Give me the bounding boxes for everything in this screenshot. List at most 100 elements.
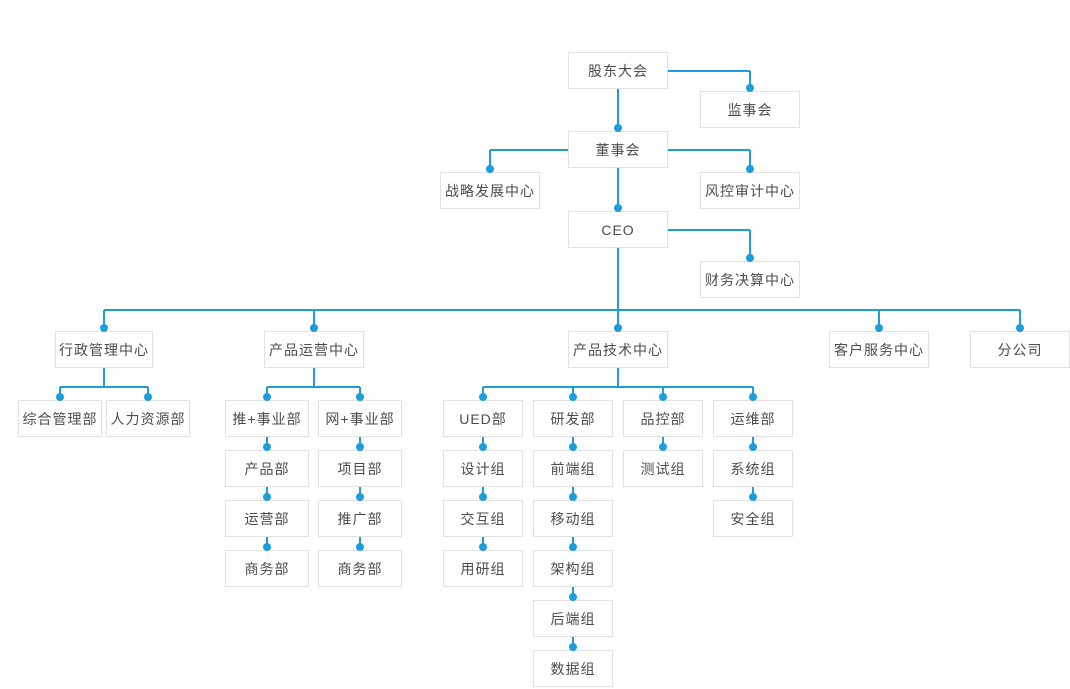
connector-dot — [614, 204, 622, 212]
org-node-label: 后端组 — [550, 610, 596, 627]
connector-dot — [479, 443, 487, 451]
connector-dot — [486, 165, 494, 173]
org-node-label: 风控审计中心 — [705, 182, 795, 199]
connector-dot — [310, 324, 318, 332]
org-node-label: 系统组 — [730, 460, 776, 477]
org-node-product-dept: 产品部 — [225, 450, 309, 487]
org-node-label: 推+事业部 — [232, 410, 302, 427]
org-node-risk-audit-center: 风控审计中心 — [700, 172, 800, 209]
connector-line — [617, 310, 619, 331]
org-node-design-group: 设计组 — [443, 450, 523, 487]
org-node-rd-dept: 研发部 — [533, 400, 613, 437]
org-node-supervisory-board: 监事会 — [700, 91, 800, 128]
connector-dot — [659, 393, 667, 401]
connector-line — [490, 149, 568, 151]
org-node-label: 推广部 — [337, 510, 383, 527]
connector-dot — [479, 393, 487, 401]
connector-line — [103, 368, 105, 388]
connector-line — [617, 248, 619, 311]
org-node-label: 股东大会 — [588, 62, 648, 79]
connector-dot — [749, 443, 757, 451]
org-node-label: 运营部 — [244, 510, 290, 527]
org-node-label: 设计组 — [460, 460, 506, 477]
org-node-testing-group: 测试组 — [623, 450, 703, 487]
org-node-product-operations-center: 产品运营中心 — [264, 331, 364, 368]
org-node-wang-plus-division: 网+事业部 — [318, 400, 402, 437]
connector-dot — [263, 493, 271, 501]
org-node-label: 研发部 — [550, 410, 596, 427]
org-node-project-dept: 项目部 — [318, 450, 402, 487]
org-node-qc-dept: 品控部 — [623, 400, 703, 437]
connector-dot — [749, 493, 757, 501]
org-node-label: 商务部 — [337, 560, 383, 577]
org-node-label: 前端组 — [550, 460, 596, 477]
connector-line — [668, 70, 750, 72]
org-node-label: 商务部 — [244, 560, 290, 577]
connector-dot — [875, 324, 883, 332]
connector-line — [617, 168, 619, 211]
connector-dot — [569, 643, 577, 651]
connector-line — [668, 149, 750, 151]
org-node-board-of-directors: 董事会 — [568, 131, 668, 168]
org-node-business-dept-b: 商务部 — [318, 550, 402, 587]
connector-line — [489, 150, 491, 172]
org-node-label: 产品运营中心 — [269, 341, 359, 358]
org-node-label: 战略发展中心 — [445, 182, 535, 199]
org-node-ceo: CEO — [568, 211, 668, 248]
org-node-label: 品控部 — [640, 410, 686, 427]
connector-dot — [659, 443, 667, 451]
org-node-backend-group: 后端组 — [533, 600, 613, 637]
org-node-label: CEO — [601, 221, 635, 238]
connector-dot — [100, 324, 108, 332]
connector-dot — [746, 254, 754, 262]
connector-dot — [356, 443, 364, 451]
connector-dot — [479, 543, 487, 551]
connector-dot — [749, 393, 757, 401]
org-node-strategy-development-center: 战略发展中心 — [440, 172, 540, 209]
org-node-frontend-group: 前端组 — [533, 450, 613, 487]
org-node-human-resources-dept: 人力资源部 — [106, 400, 190, 437]
connector-line — [104, 309, 1020, 311]
connector-line — [617, 89, 619, 131]
connector-dot — [144, 393, 152, 401]
org-node-label: 客户服务中心 — [834, 341, 924, 358]
org-node-label: 董事会 — [595, 141, 641, 158]
connector-line — [60, 386, 148, 388]
connector-line — [617, 368, 619, 388]
org-node-label: 交互组 — [460, 510, 506, 527]
org-node-label: 监事会 — [727, 101, 773, 118]
connector-dot — [569, 593, 577, 601]
connector-dot — [569, 393, 577, 401]
connector-line — [749, 150, 751, 172]
connector-dot — [479, 493, 487, 501]
org-node-business-dept-a: 商务部 — [225, 550, 309, 587]
org-node-label: 用研组 — [460, 560, 506, 577]
connector-dot — [569, 543, 577, 551]
connector-dot — [569, 443, 577, 451]
connector-dot — [746, 165, 754, 173]
org-node-label: 数据组 — [550, 660, 596, 677]
org-node-label: 产品部 — [244, 460, 290, 477]
org-node-label: 架构组 — [550, 560, 596, 577]
org-node-customer-service-center: 客户服务中心 — [829, 331, 929, 368]
connector-dot — [263, 543, 271, 551]
org-node-label: 项目部 — [337, 460, 383, 477]
org-node-tui-plus-division: 推+事业部 — [225, 400, 309, 437]
org-node-shareholders-meeting: 股东大会 — [568, 52, 668, 89]
org-node-label: 人力资源部 — [110, 410, 186, 427]
connector-line — [1019, 310, 1021, 331]
org-node-label: 行政管理中心 — [59, 341, 149, 358]
connector-dot — [263, 393, 271, 401]
org-node-admin-management-center: 行政管理中心 — [55, 331, 153, 368]
connector-line — [267, 386, 360, 388]
connector-dot — [356, 493, 364, 501]
connector-line — [749, 230, 751, 261]
connector-line — [878, 310, 880, 331]
org-node-label: 产品技术中心 — [573, 341, 663, 358]
org-node-label: 运维部 — [730, 410, 776, 427]
connector-line — [103, 310, 105, 331]
org-node-interaction-group: 交互组 — [443, 500, 523, 537]
org-node-mobile-group: 移动组 — [533, 500, 613, 537]
org-node-operations-dept: 运营部 — [225, 500, 309, 537]
